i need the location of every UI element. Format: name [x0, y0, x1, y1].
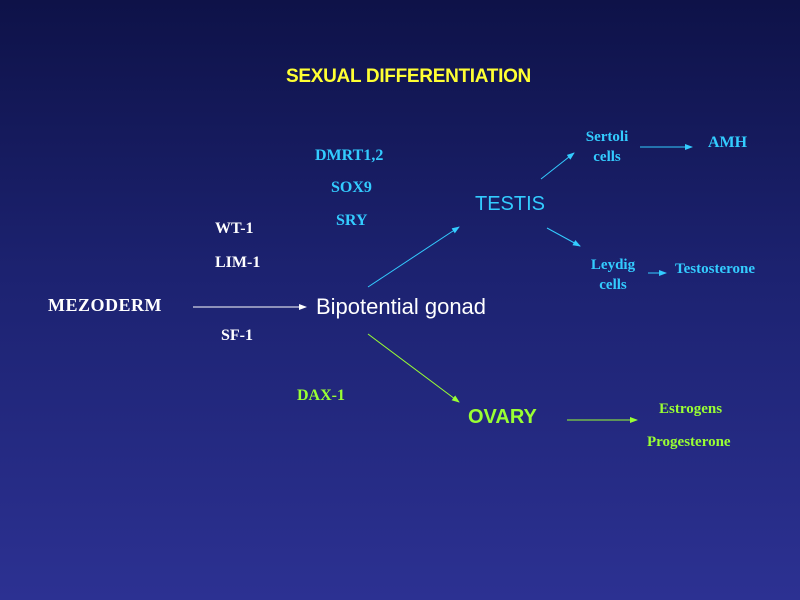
node-ovary: OVARY [468, 406, 537, 428]
node-estrogens: Estrogens [659, 401, 723, 417]
arrow-testis-to-sertoli [540, 152, 575, 180]
sertoli-label-line2: cells [593, 149, 621, 165]
factor-sf1: SF-1 [221, 327, 253, 344]
sertoli-label-line1: Sertoli [585, 129, 629, 145]
arrow-testis-to-leydig [546, 227, 581, 247]
node-leydig-cells: Leydig cells [582, 255, 644, 295]
factor-dax1: DAX-1 [297, 387, 345, 404]
node-mezoderm: MEZODERM [48, 295, 162, 315]
node-bipotential-gonad: Bipotential gonad [316, 294, 487, 319]
node-amh: AMH [708, 134, 748, 151]
factor-lim1: LIM-1 [215, 254, 261, 271]
node-sertoli-cells: Sertoli cells [575, 127, 639, 167]
factor-dmrt: DMRT1,2 [315, 147, 384, 164]
node-progesterone: Progesterone [647, 434, 731, 450]
diagram-title: SEXUAL DIFFERENTIATION [286, 66, 531, 87]
arrow-gonad-to-ovary [367, 333, 460, 403]
node-testis: TESTIS [475, 193, 546, 215]
node-testosterone: Testosterone [675, 261, 755, 277]
factor-sry: SRY [336, 212, 368, 229]
arrow-gonad-to-testis [367, 226, 460, 288]
factor-sox9: SOX9 [331, 179, 372, 196]
leydig-label-line2: cells [599, 277, 627, 293]
factor-wt1: WT-1 [215, 220, 254, 237]
leydig-label-line1: Leydig [590, 257, 636, 273]
